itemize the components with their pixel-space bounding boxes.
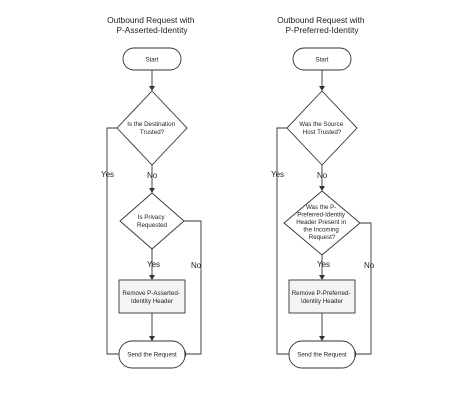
right-no-label-down: No (317, 171, 328, 180)
right-send-label: Send the Request (297, 352, 347, 359)
left-start-label: Start (145, 57, 158, 64)
left-decision1-label: Is the Destination Trusted? (127, 121, 177, 136)
left-send-node (118, 340, 186, 369)
left-decision1-node (116, 90, 188, 166)
left-flowchart: Outbound Request with P-Asserted-Identit… (101, 15, 202, 369)
right-yes-label-down: Yes (317, 260, 330, 269)
right-flowchart: Outbound Request with P-Preferred-Identi… (271, 15, 375, 369)
right-decision2-label: Was the P- Preferred-Identity Header Pre… (296, 204, 348, 241)
right-process-label: Remove P-Preferred- Identity Header (292, 290, 353, 305)
left-no-label-down: No (147, 171, 158, 180)
left-edge-no-to-send (184, 220, 202, 355)
right-arrowhead (319, 336, 325, 341)
left-yes-label-down: Yes (147, 260, 160, 269)
right-no-label-side: No (364, 261, 375, 270)
left-yes-label-side: Yes (101, 170, 114, 179)
right-edge-no-to-send (356, 222, 372, 355)
right-decision1-label: Was the Source Host Trusted? (299, 121, 345, 136)
left-no-label-side: No (191, 261, 202, 270)
right-arrowhead (319, 86, 325, 91)
right-send-node (288, 340, 356, 369)
left-arrowhead (149, 275, 155, 280)
left-decision2-label: Is Privacy Requested (137, 214, 167, 229)
right-decision1-node (286, 90, 358, 166)
left-title: Outbound Request with P-Asserted-Identit… (107, 15, 197, 35)
left-process-node (118, 279, 186, 314)
left-arrowhead (149, 86, 155, 91)
right-title: Outbound Request with P-Preferred-Identi… (277, 15, 367, 35)
left-process-label: Remove P-Asserted- Identity Header (122, 290, 181, 305)
right-yes-label-side: Yes (271, 170, 284, 179)
right-edge-yes-to-send (276, 127, 289, 355)
right-arrowhead (319, 275, 325, 280)
left-arrowhead (149, 188, 155, 193)
left-arrowhead (149, 336, 155, 341)
left-send-label: Send the Request (127, 352, 177, 359)
left-edge-yes-to-send (106, 127, 119, 355)
left-decision2-node (119, 192, 185, 250)
right-start-label: Start (315, 57, 328, 64)
right-arrowhead (319, 186, 325, 191)
